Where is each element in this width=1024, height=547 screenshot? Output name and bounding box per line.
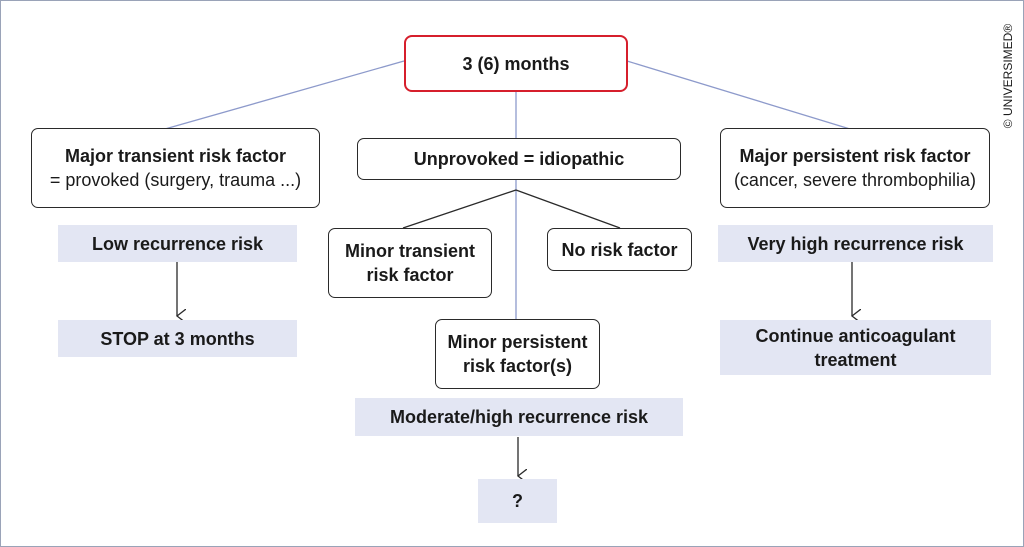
unprovoked-label: Unprovoked = idiopathic [413, 149, 625, 169]
low-recurrence-label: Low recurrence risk [91, 233, 264, 254]
low-recurrence-box: Low recurrence risk [58, 225, 297, 262]
root-label: 3 (6) months [462, 53, 570, 74]
very-high-recurrence-box: Very high recurrence risk [718, 225, 993, 262]
no-risk-label: No risk factor [561, 239, 678, 260]
minor-persistent-box: Minor persistent risk factor(s) [435, 319, 600, 389]
continue-treatment-line2: treatment [814, 349, 897, 370]
moderate-recurrence-label: Moderate/high recurrence risk [389, 407, 649, 427]
connector-root-to-right [626, 60, 851, 130]
unknown-action-box: ? [478, 479, 557, 523]
stop-label: STOP at 3 months [100, 328, 255, 349]
major-transient-title: Major transient risk factor [64, 146, 287, 166]
copyright-notice: © UNIVERSIMED® [1001, 23, 1015, 129]
minor-transient-line2: risk factor [366, 265, 454, 285]
minor-transient-line1: Minor transient [344, 241, 475, 261]
very-high-recurrence-label: Very high recurrence risk [747, 233, 964, 254]
connector-root-to-left [164, 60, 405, 130]
major-persistent-title: Major persistent risk factor [739, 146, 971, 166]
unknown-action-label: ? [512, 491, 523, 511]
no-risk-box: No risk factor [547, 228, 692, 271]
major-transient-subtitle: = provoked (surgery, trauma ...) [49, 170, 302, 190]
stop-box: STOP at 3 months [58, 320, 297, 357]
unprovoked-box: Unprovoked = idiopathic [357, 138, 681, 180]
major-transient-box: Major transient risk factor = provoked (… [31, 128, 320, 208]
connector-center-to-no-risk [515, 189, 621, 229]
continue-treatment-line1: Continue anticoagulant [755, 325, 956, 346]
major-persistent-box: Major persistent risk factor (cancer, se… [720, 128, 990, 208]
root-duration-box: 3 (6) months [404, 35, 628, 92]
minor-persistent-line1: Minor persistent [447, 332, 588, 352]
minor-persistent-line2: risk factor(s) [462, 356, 573, 376]
connector-center-to-minor-transient [402, 189, 517, 229]
major-persistent-subtitle: (cancer, severe thrombophilia) [733, 170, 977, 190]
continue-treatment-box: Continue anticoagulant treatment [720, 320, 991, 375]
moderate-recurrence-box: Moderate/high recurrence risk [355, 398, 683, 436]
minor-transient-box: Minor transient risk factor [328, 228, 492, 298]
